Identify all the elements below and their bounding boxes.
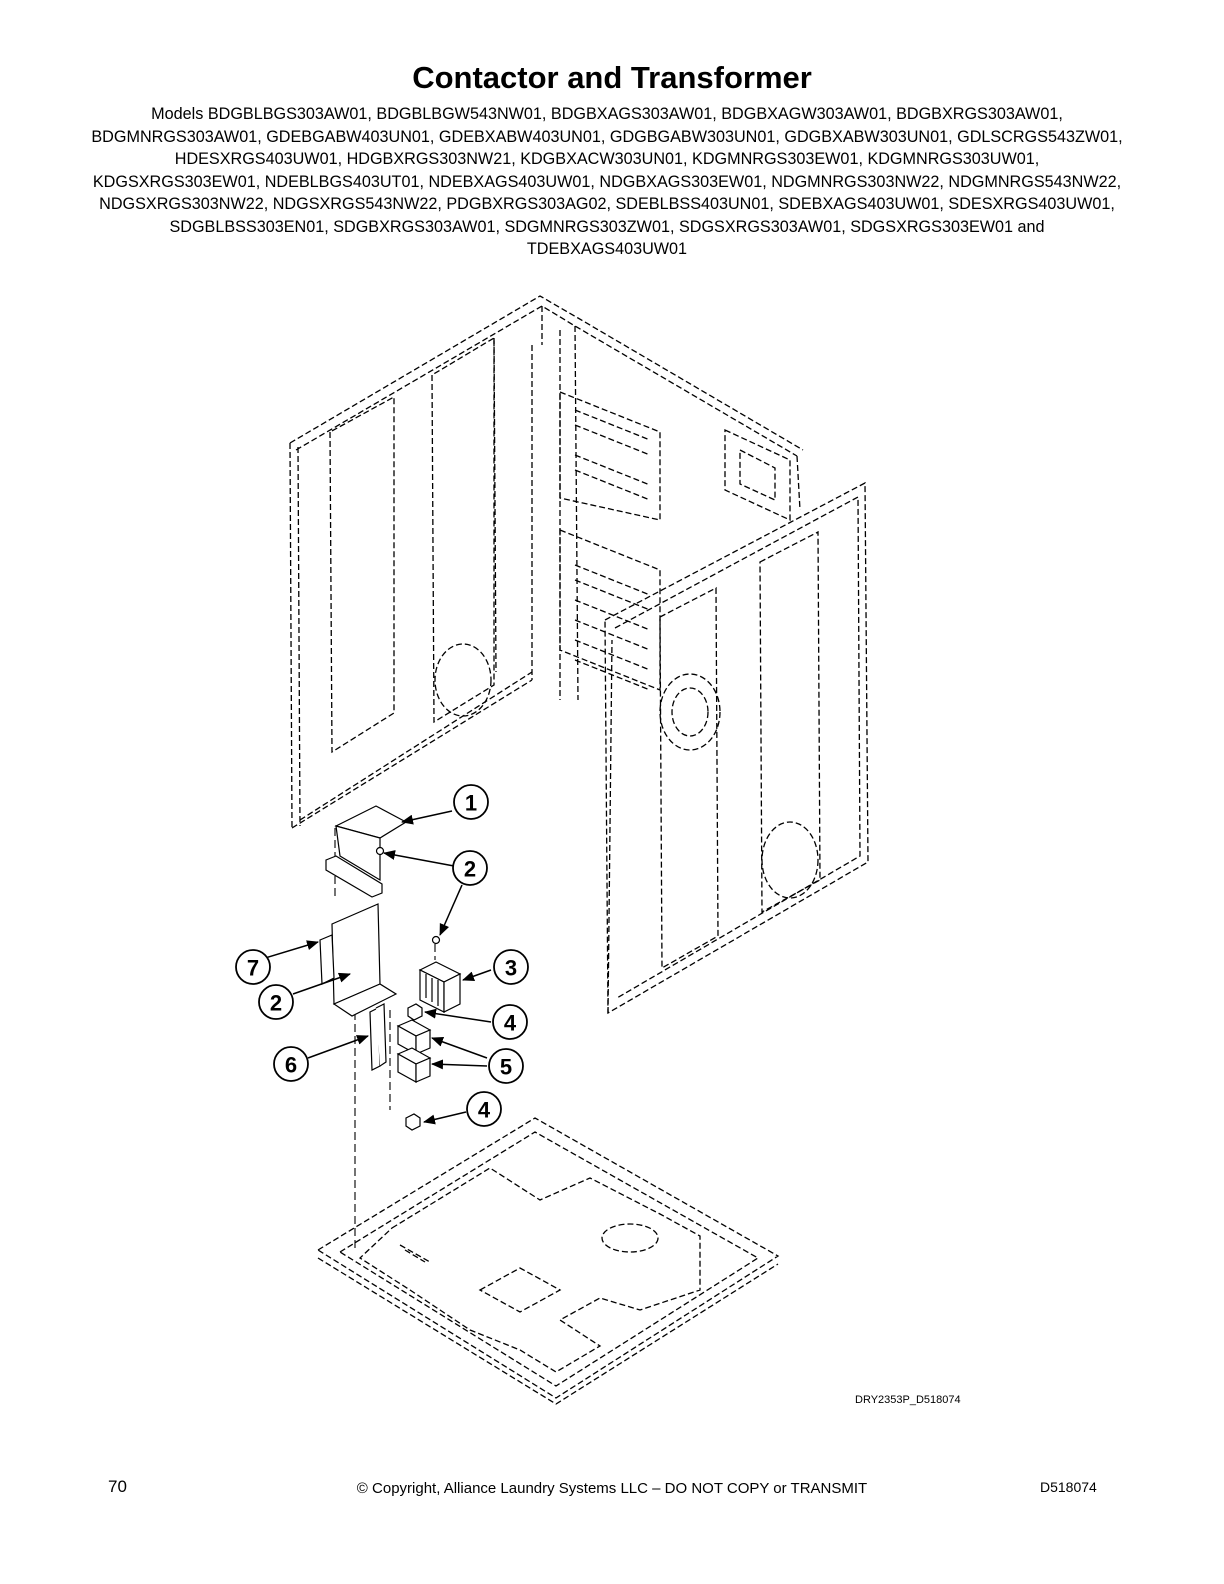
callout-circle-1: [453, 784, 489, 820]
part-transformer: [418, 961, 462, 1013]
callout-circle-6: [273, 1046, 309, 1082]
copyright-notice: © Copyright, Alliance Laundry Systems LL…: [356, 1480, 868, 1497]
page-number: 70: [108, 1477, 127, 1496]
callout-label-1: 1: [465, 791, 477, 816]
callout-label-6: 6: [285, 1053, 297, 1078]
part-contactor: [396, 1019, 432, 1084]
callout-label-4: 4: [478, 1098, 491, 1123]
callout-label-5: 5: [500, 1055, 512, 1080]
callout-circle-2: [258, 984, 294, 1020]
callout-circle-2: [452, 850, 488, 886]
base-panel: [316, 1117, 780, 1405]
cabinet-frame: [289, 295, 869, 1015]
callout-label-4: 4: [504, 1011, 517, 1036]
callout-circle-4: [492, 1004, 528, 1040]
part-din-rail: [369, 1003, 387, 1071]
callout-label-2: 2: [464, 857, 476, 882]
callout-circle-7: [235, 949, 271, 985]
callout-circle-5: [488, 1048, 524, 1084]
callout-circle-3: [493, 949, 529, 985]
model-list: Models BDGBLBGS303AW01, BDGBLBGW543NW01,…: [91, 105, 1123, 258]
callout-label-2: 2: [270, 991, 282, 1016]
part-bracket: [325, 805, 408, 898]
part-end-clamp: [405, 1003, 423, 1131]
diagram-code: DRY2353P_D518074: [855, 1394, 961, 1406]
callout-label-3: 3: [505, 956, 517, 981]
part-mounting-plate: [319, 903, 398, 1017]
page-title: Contactor and Transformer: [412, 60, 812, 95]
document-number: D518074: [1040, 1479, 1097, 1495]
callout-label-7: 7: [247, 956, 259, 981]
callout-circle-4: [466, 1091, 502, 1127]
